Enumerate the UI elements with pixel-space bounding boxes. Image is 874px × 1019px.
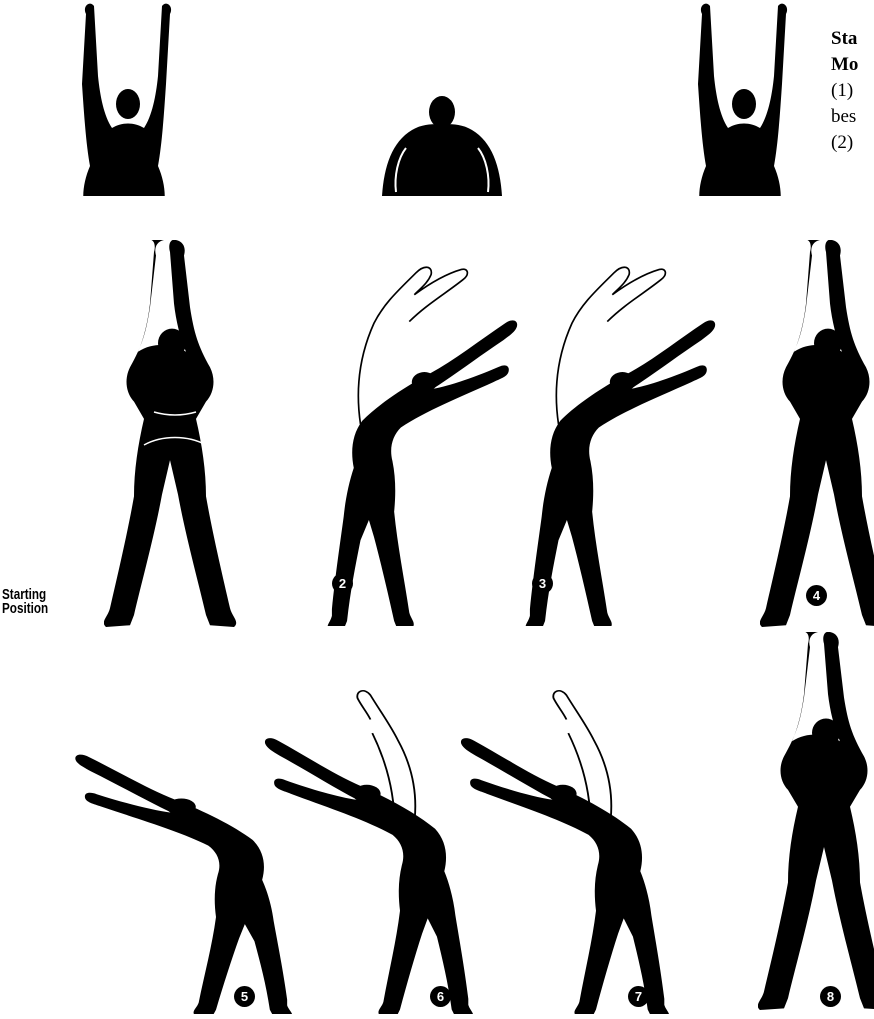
caption-line: (2) bbox=[831, 130, 874, 156]
top-figure-3 bbox=[676, 0, 796, 196]
starting-position-figure bbox=[104, 240, 244, 630]
step-badge-6: 6 bbox=[430, 986, 451, 1007]
step-4-figure bbox=[760, 240, 874, 630]
caption-line: bes bbox=[831, 104, 874, 130]
instruction-text: Sta Mo (1) bes (2) bbox=[831, 26, 874, 156]
step-badge-8: 8 bbox=[820, 986, 841, 1007]
step-badge-3: 3 bbox=[532, 573, 553, 594]
starting-label-line: Position bbox=[2, 602, 48, 616]
top-figure-2 bbox=[372, 88, 512, 196]
step-badge-7: 7 bbox=[628, 986, 649, 1007]
top-figure-1 bbox=[60, 0, 180, 196]
caption-line: Mo bbox=[831, 52, 874, 78]
starting-position-label: Starting Position bbox=[2, 588, 48, 616]
step-badge-5: 5 bbox=[234, 986, 255, 1007]
step-8-figure bbox=[758, 632, 874, 1014]
step-badge-2: 2 bbox=[332, 573, 353, 594]
step-badge-4: 4 bbox=[806, 585, 827, 606]
step-3-figure bbox=[484, 256, 744, 626]
caption-line: Sta bbox=[831, 26, 874, 52]
step-7-figure bbox=[452, 680, 692, 1014]
caption-line: (1) bbox=[831, 78, 874, 104]
